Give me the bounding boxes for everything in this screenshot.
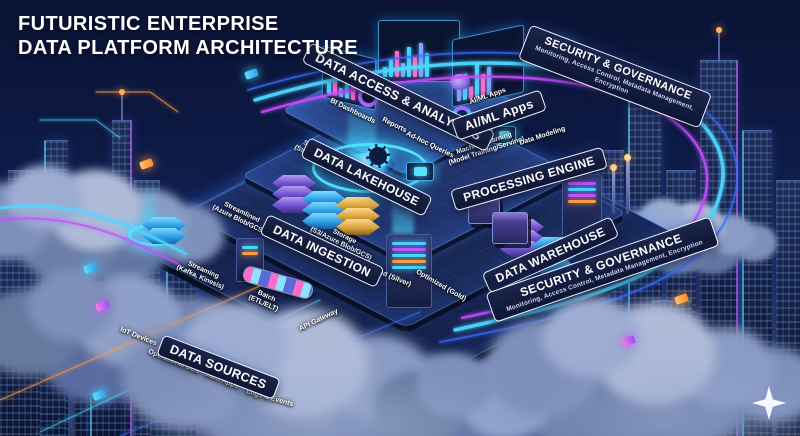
server-tower [386, 234, 432, 308]
data-packet [139, 158, 154, 170]
antenna-mast [624, 154, 631, 214]
dashboard-screen [378, 20, 460, 82]
cloud [6, 165, 84, 229]
antenna [716, 27, 722, 62]
chip-icon [406, 162, 434, 181]
antenna-mast [610, 164, 617, 214]
page-title: FUTURISTIC ENTERPRISE DATA PLATFORM ARCH… [18, 12, 358, 60]
city-building [90, 330, 120, 436]
data-packet [244, 68, 259, 80]
title-line-2: DATA PLATFORM ARCHITECTURE [18, 37, 358, 59]
warehouse-cube [492, 212, 528, 244]
banner-security-governance-top: SECURITY & GOVERNANCE Monitoring, Access… [517, 24, 713, 129]
hex-stack-gold [336, 197, 380, 235]
label-data-modeling: Data Modeling [518, 125, 567, 147]
antenna [119, 89, 125, 122]
title-line-1: FUTURISTIC ENTERPRISE [18, 13, 279, 35]
hex-stack-blue [142, 217, 186, 244]
brain-icon [450, 74, 470, 90]
gear-icon [366, 144, 390, 168]
